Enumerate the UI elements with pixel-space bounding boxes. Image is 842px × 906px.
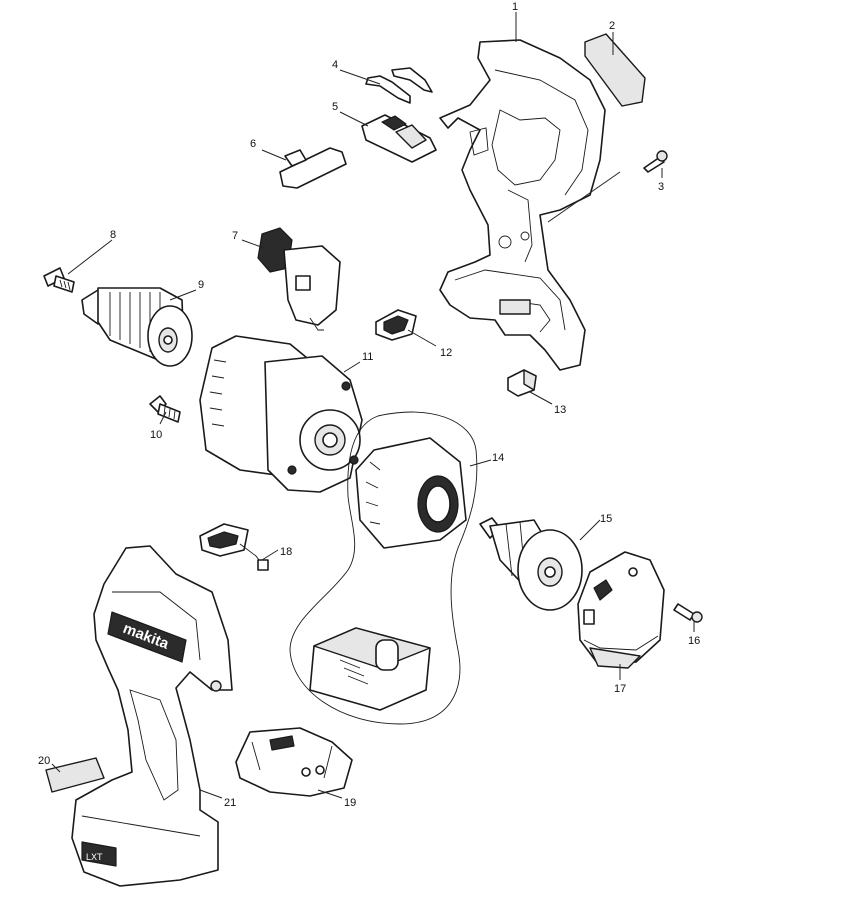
callout-7: 7 — [232, 230, 238, 242]
part-13-block — [507, 369, 537, 397]
part-8-screw — [43, 267, 75, 293]
part-4-spring — [365, 67, 433, 104]
callout-3: 3 — [658, 181, 664, 193]
callout-17: 17 — [614, 683, 626, 695]
leader-lines — [51, 12, 695, 799]
callout-4: 4 — [332, 59, 338, 71]
callout-15: 15 — [600, 513, 612, 525]
part-11-gear-assembly — [199, 335, 363, 493]
callout-16: 16 — [688, 635, 700, 647]
part-18-led-circuit — [199, 523, 269, 571]
callout-9: 9 — [198, 279, 204, 291]
callout-10: 10 — [150, 429, 162, 441]
callout-20: 20 — [38, 755, 50, 767]
callout-12: 12 — [440, 347, 452, 359]
callout-18: 18 — [280, 546, 292, 558]
callout-8: 8 — [110, 229, 116, 241]
part-6-slide-button — [279, 147, 347, 189]
part-16-screw — [673, 603, 703, 623]
part-10-screw — [149, 395, 181, 423]
part-17-rear-cover — [577, 551, 665, 669]
callout-5: 5 — [332, 101, 338, 113]
part-5-switch-lever — [361, 114, 437, 163]
part-9-chuck — [81, 287, 193, 367]
part-14-stator-controller — [289, 411, 478, 725]
part-19-terminal — [235, 727, 353, 797]
callout-13: 13 — [554, 404, 566, 416]
callout-21: 21 — [224, 797, 236, 809]
part-1-housing-half — [439, 39, 606, 371]
battery-mark-text: LXT — [86, 852, 103, 862]
part-12-cap — [375, 309, 417, 341]
callout-11: 11 — [362, 351, 373, 363]
callout-19: 19 — [344, 797, 356, 809]
part-2-label — [584, 33, 646, 107]
callout-6: 6 — [250, 138, 256, 150]
part-7-switch — [257, 227, 341, 331]
part-20-nameplate — [45, 757, 105, 793]
part-21-main-housing: makita LXT — [71, 545, 233, 887]
part-15-rotor — [479, 517, 583, 611]
callout-2: 2 — [609, 20, 615, 32]
callout-14: 14 — [492, 452, 504, 464]
callout-labels: 1 2 3 4 5 6 7 8 9 10 11 12 13 14 15 16 1… — [38, 1, 700, 809]
part-3-screw — [643, 150, 668, 173]
callout-1: 1 — [512, 1, 518, 13]
